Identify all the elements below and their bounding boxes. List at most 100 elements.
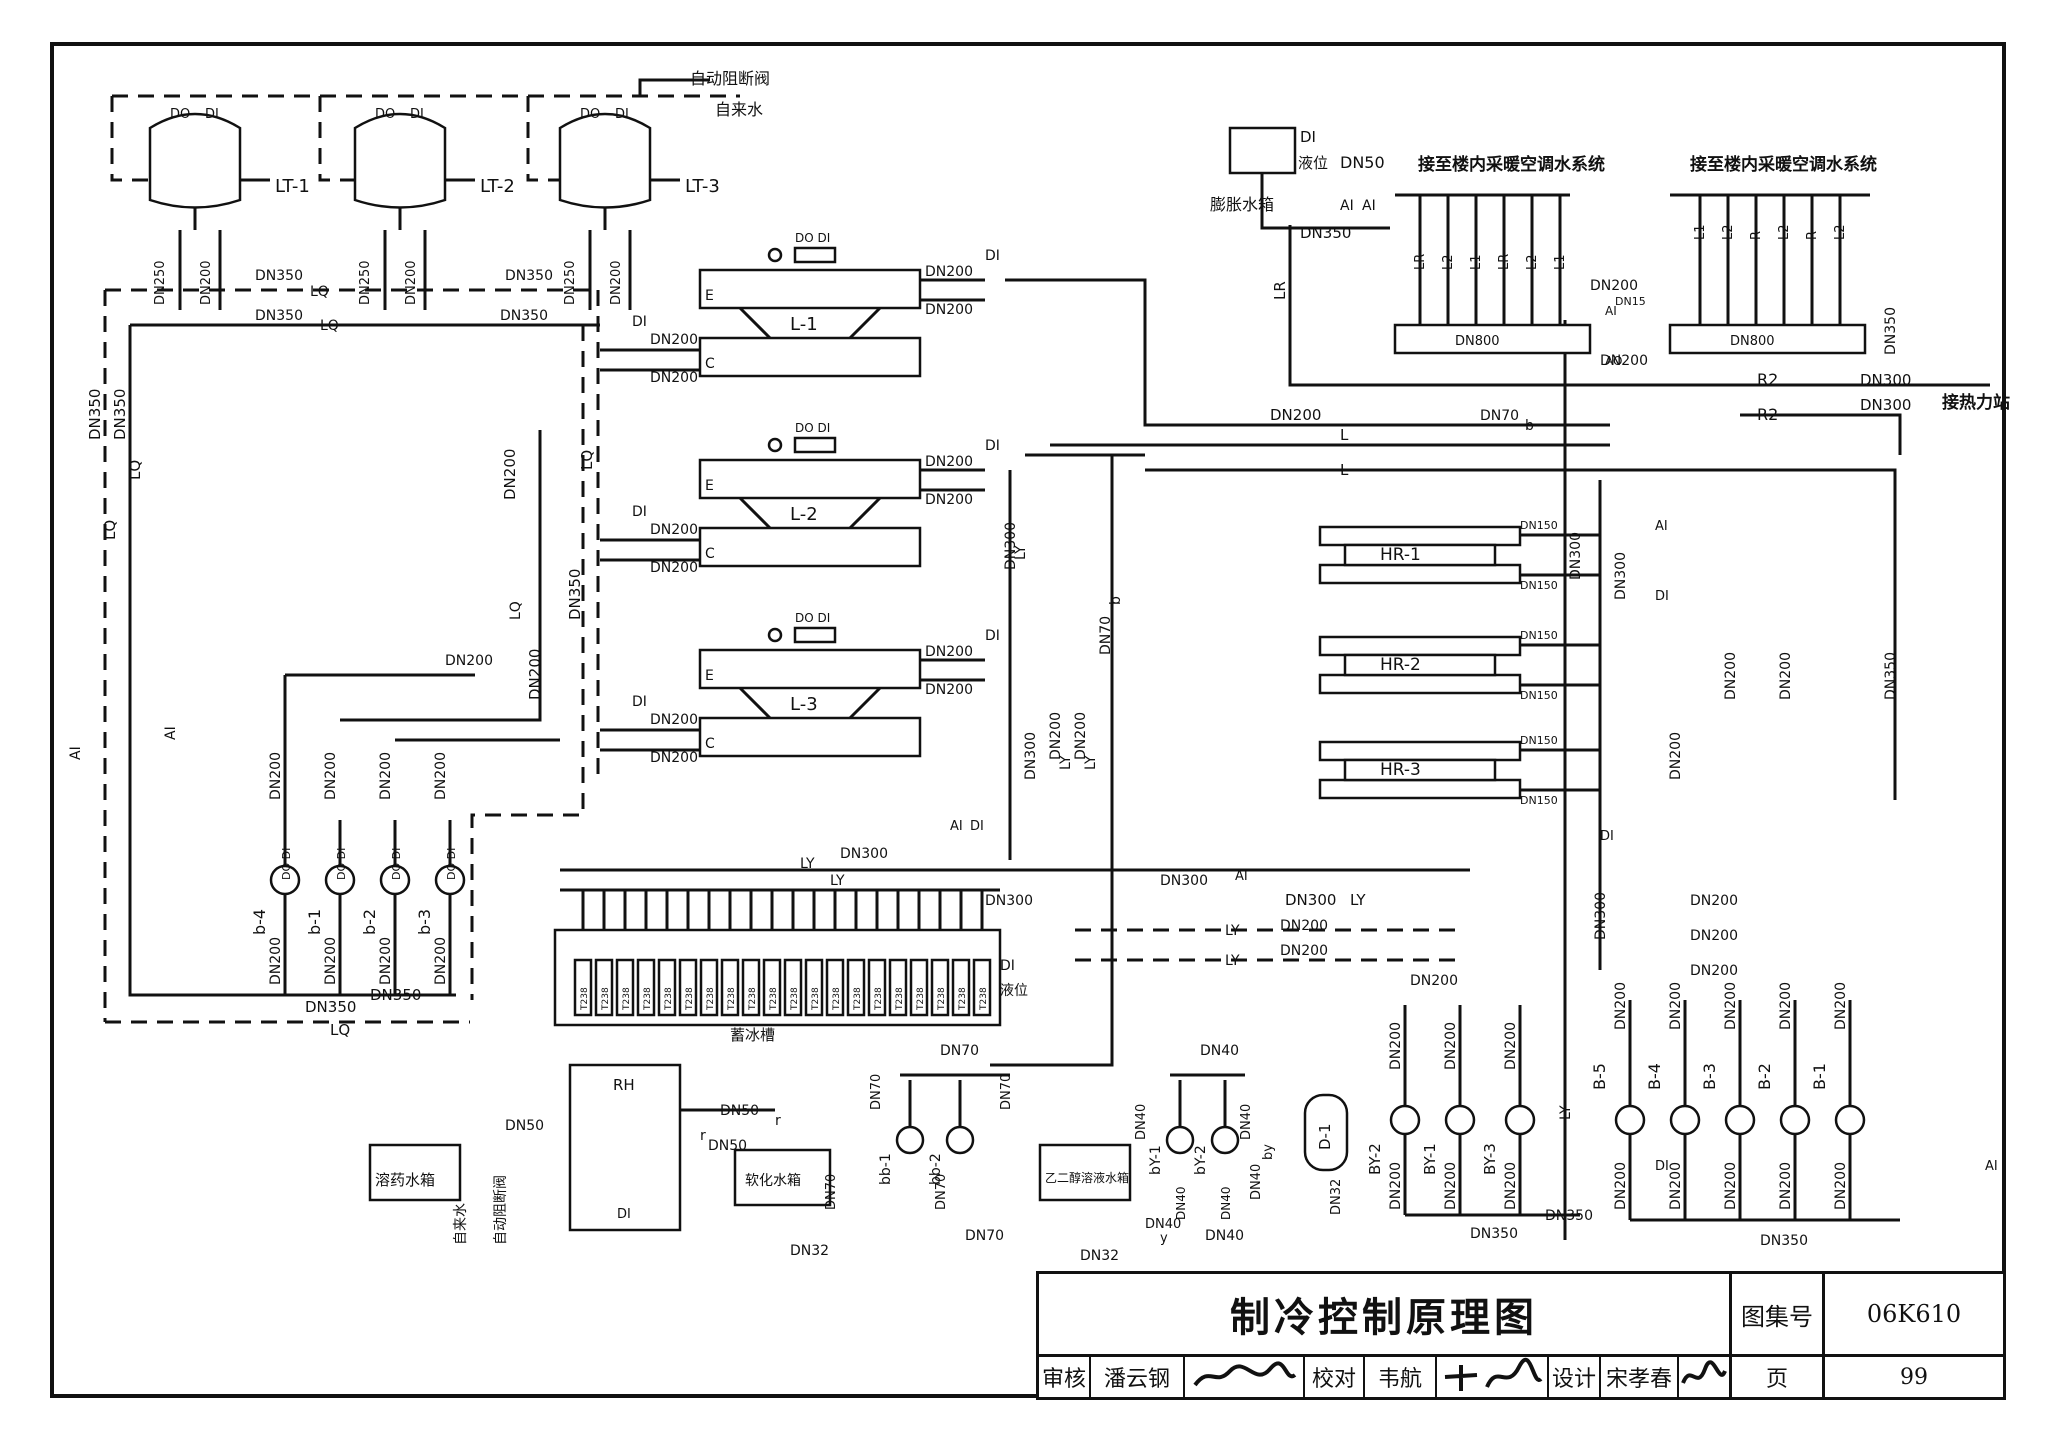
reviewer-signature [1185,1357,1305,1397]
pipe-dn150: DN150 [1520,689,1558,702]
chiller-evaporator [698,268,922,310]
chiller-e: E [705,668,714,684]
glycol-tank-label: 乙二醇溶液水箱 [1045,1170,1129,1185]
pipe-dn200: DN200 [1668,732,1684,780]
pipe-dn40: DN40 [1200,1043,1239,1059]
softened-tank-label: 软化水箱 [745,1173,801,1189]
pipe-dn200: DN200 [1668,1162,1684,1210]
pipe-dn200: DN200 [1778,652,1794,700]
b-drop [990,455,1114,1067]
pipe-dn350: DN350 [1883,652,1899,700]
pipe-dn200: DN200 [1668,982,1684,1030]
pipe-dn200: DN200 [1600,353,1648,369]
pipe-dn200: DN200 [1690,893,1738,909]
tap-water-line [638,78,710,96]
branch-label: R [1749,231,1764,240]
pipe-dn200: DN200 [445,653,493,669]
pipe-dn40: DN40 [1174,1187,1188,1221]
pipe-dn350: DN350 [566,569,584,620]
tower-ctrl [526,96,560,182]
signal-tag: AI [1985,1159,1998,1174]
branch-label: L1 [1693,224,1708,240]
signal-di: DI [617,1207,631,1222]
ice-coil-label: T238 [895,987,905,1011]
pipe-dn300: DN300 [1023,732,1039,780]
pump-label: B-4 [1645,1063,1664,1090]
atlas-number: 06K610 [1825,1274,2003,1357]
signal-tag: DI [1655,1159,1669,1174]
pipe-dn300: DN300 [1860,396,1911,414]
pipe-dn200: DN200 [1388,1022,1404,1070]
pipe-dn50: DN50 [505,1118,544,1134]
heat-exchanger-label: HR-2 [1380,655,1421,675]
pipe-lq: LQ [126,460,144,480]
signal-do: DO [580,107,600,122]
pipe-dn200: DN200 [650,712,698,728]
atlas-label: 图集号 [1732,1274,1825,1357]
pipe-dn150: DN150 [1520,734,1558,747]
pipe-dn200: DN200 [650,522,698,538]
pipe-ly: LY [1225,923,1240,939]
pipe-dn200: DN200 [1073,712,1089,760]
header-vessel [1393,323,1592,355]
pipe-l: L [1340,461,1349,479]
chiller-sensor [767,627,783,643]
pipe-dn70: DN70 [1098,616,1114,655]
pipe-dn300: DN300 [985,893,1033,909]
pipe-ly: LY [800,856,815,872]
branch-label: L2 [1833,224,1848,240]
ice-coil [909,958,929,1017]
signal-di: DI [985,438,1000,454]
pipe-dn50: DN50 [1340,153,1385,172]
cw-chiller-feed [470,325,585,1000]
signal-di: DI [205,107,219,122]
pipe-dn200: DN200 [1723,1162,1739,1210]
pipe-dn200: DN200 [925,682,973,698]
pump-signals: DO DI [445,848,458,880]
ice-coil [594,958,614,1017]
tower-ctrl [110,96,150,182]
chiller-label: L-3 [790,694,818,715]
pipe-dn200: DN200 [433,752,449,800]
pipe-lr: LR [1271,281,1289,300]
checker-name: 韦航 [1365,1357,1437,1397]
pipe-dn200: DN200 [199,260,214,305]
pipe-dn200: DN200 [323,752,339,800]
chiller-control-box [793,246,837,264]
pipe-dn200: DN200 [1690,963,1738,979]
ice-coil [615,958,635,1017]
pipe-dn200: DN200 [925,302,973,318]
signal-tag: DI [970,819,984,834]
chiller-tube [848,306,882,340]
pipe-r: r [700,1128,706,1144]
ice-coil-label: T238 [874,987,884,1011]
pipe-lq: LQ [320,318,339,334]
l-trunk [1005,278,1610,427]
ice-coil-label: T238 [916,987,926,1011]
pipe-dn200: DN200 [1613,1162,1629,1210]
ice-coil [762,958,782,1017]
pipe-dn300: DN300 [1613,552,1629,600]
signal-di: DI [615,107,629,122]
pipe-dn200: DN200 [1833,1162,1849,1210]
signal-do: DO [170,107,190,122]
secondary-pump [1614,1104,1646,1136]
pipe-dn200: DN200 [1723,652,1739,700]
review-label: 审核 [1039,1357,1091,1397]
chiller-signals: DO DI [795,231,830,245]
softener-label: RH [613,1076,635,1094]
dosing-tank [368,1143,462,1202]
cooling-tower [353,112,447,209]
pipe-dn200: DN200 [925,492,973,508]
ice-coil-label: T238 [769,987,779,1011]
ice-coil-label: T238 [832,987,842,1011]
chiller-tube [738,306,772,340]
pipe-dn350: DN350 [505,268,553,284]
pipe-dn200: DN200 [609,260,624,305]
pipe-dn200: DN200 [1833,982,1849,1030]
secondary-pump [1779,1104,1811,1136]
pipe-dn200: DN200 [1443,1022,1459,1070]
ice-coil [678,958,698,1017]
signal-di: DI [1000,958,1015,974]
cw-left-return [128,325,456,997]
